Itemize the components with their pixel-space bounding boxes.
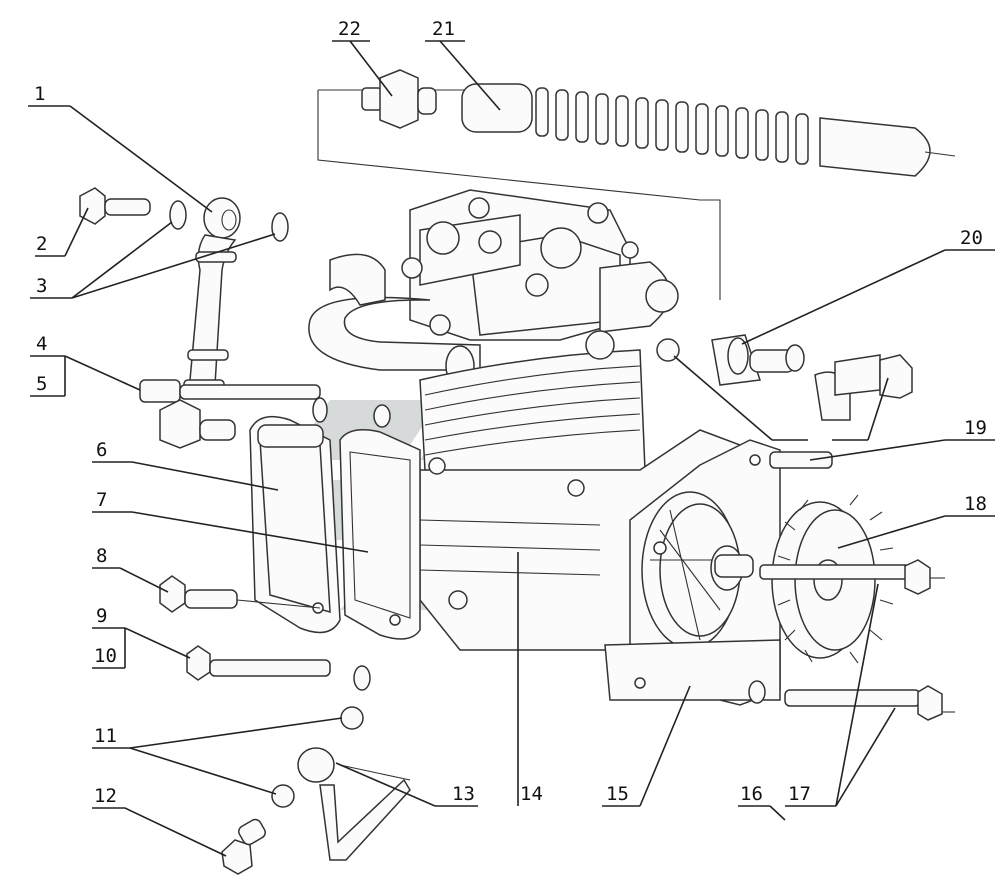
label-2: 2 <box>36 233 47 255</box>
label-3: 3 <box>36 275 47 297</box>
label-11: 11 <box>94 725 117 747</box>
label-13: 13 <box>452 783 475 805</box>
label-9: 9 <box>96 605 107 627</box>
filter-assembly <box>317 69 956 300</box>
label-17: 17 <box>788 783 811 805</box>
label-18: 18 <box>964 493 987 515</box>
label-19: 19 <box>964 417 987 439</box>
label-20: 20 <box>960 227 983 249</box>
label-1: 1 <box>34 83 45 105</box>
label-21: 21 <box>432 18 455 40</box>
label-4: 4 <box>36 333 47 355</box>
callout-labels: 1 2 3 4 5 6 7 8 9 10 11 12 13 14 15 16 1… <box>34 18 987 807</box>
label-15: 15 <box>606 783 629 805</box>
label-10: 10 <box>94 645 117 667</box>
label-5: 5 <box>36 373 47 395</box>
label-7: 7 <box>96 489 107 511</box>
leader-lines <box>28 40 995 857</box>
left-parts <box>79 187 421 875</box>
label-8: 8 <box>96 545 107 567</box>
label-22: 22 <box>338 18 361 40</box>
label-12: 12 <box>94 785 117 807</box>
drive-gear <box>771 494 894 664</box>
label-14: 14 <box>520 783 543 805</box>
compressor-body <box>308 189 781 706</box>
label-16: 16 <box>740 783 763 805</box>
filter-spring <box>535 87 809 165</box>
label-6: 6 <box>96 439 107 461</box>
right-parts <box>711 334 955 721</box>
